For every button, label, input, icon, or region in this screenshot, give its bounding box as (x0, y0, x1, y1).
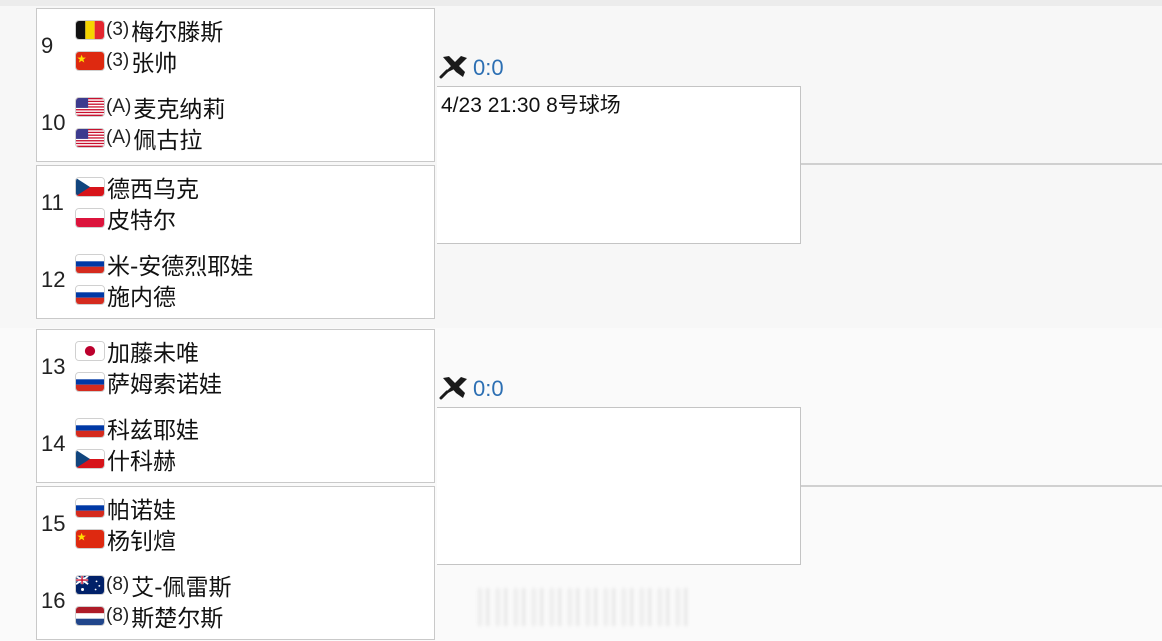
match-box[interactable] (437, 407, 801, 565)
player-entry[interactable]: 加藤未唯 (75, 336, 199, 367)
czech-flag-icon (75, 449, 105, 469)
russia-flag-icon (75, 254, 105, 274)
player-entry[interactable]: (3)张帅 (75, 46, 178, 77)
seed-tag: (3) (106, 50, 130, 71)
china-flag-icon (75, 529, 105, 549)
player-entry[interactable]: 科兹耶娃 (75, 413, 199, 444)
draw-position: 14 (41, 431, 66, 456)
doubles-pair[interactable]: 14 科兹耶娃什科赫 (37, 407, 436, 484)
belgium-flag-icon (75, 20, 105, 40)
draw-group: 13 加藤未唯萨姆索诺娃 14 科兹耶娃什科赫 (36, 329, 435, 483)
bracket-connector (801, 485, 1162, 487)
russia-flag-icon (75, 372, 105, 392)
poland-flag-icon (75, 208, 105, 228)
russia-flag-icon (75, 498, 105, 518)
doubles-pair[interactable]: 16(8)艾-佩雷斯(8)斯楚尔斯 (37, 564, 436, 641)
draw-group: 11 德西乌克皮特尔 12 米-安德烈耶娃施内德 (36, 165, 435, 319)
player-entry[interactable]: 施内德 (75, 280, 176, 311)
score-value: 0:0 (473, 376, 504, 401)
watermark (478, 588, 688, 626)
bracket-connector (801, 163, 1162, 165)
player-name: 艾-佩雷斯 (131, 575, 232, 601)
doubles-pair[interactable]: 11 德西乌克皮特尔 (37, 166, 436, 243)
draw-position: 12 (41, 267, 66, 292)
player-entry[interactable]: 杨钊煊 (75, 524, 176, 555)
russia-flag-icon (75, 285, 105, 305)
player-name: 佩古拉 (133, 128, 203, 154)
player-entry[interactable]: (8)斯楚尔斯 (75, 601, 224, 632)
seed-tag: (3) (106, 19, 130, 40)
player-name: 张帅 (131, 51, 178, 77)
draw-position: 13 (41, 354, 66, 379)
player-entry[interactable]: (A)麦克纳莉 (75, 92, 226, 123)
player-name: 皮特尔 (107, 208, 176, 234)
player-name: 斯楚尔斯 (131, 606, 224, 632)
draw-position: 11 (41, 190, 64, 215)
player-name: 施内德 (107, 285, 176, 311)
player-entry[interactable]: (3)梅尔滕斯 (75, 15, 224, 46)
draw-position: 16 (41, 588, 66, 613)
player-name: 萨姆索诺娃 (107, 372, 222, 398)
player-name: 杨钊煊 (107, 529, 176, 555)
player-name: 德西乌克 (107, 177, 199, 203)
player-name: 加藤未唯 (107, 341, 199, 367)
player-name: 什科赫 (107, 449, 176, 475)
doubles-pair[interactable]: 10(A)麦克纳莉(A)佩古拉 (37, 86, 436, 163)
score-value: 0:0 (473, 55, 504, 80)
match-score[interactable]: 0:0 (439, 375, 504, 403)
seed-tag: (A) (106, 96, 132, 117)
draw-position: 10 (41, 110, 66, 135)
player-entry[interactable]: (A)佩古拉 (75, 123, 203, 154)
player-name: 梅尔滕斯 (131, 20, 224, 46)
player-name: 麦克纳莉 (133, 97, 226, 123)
seed-tag: (8) (106, 574, 130, 595)
doubles-pair[interactable]: 15 帕诺娃杨钊煊 (37, 487, 436, 564)
seed-tag: (8) (106, 605, 130, 626)
player-entry[interactable]: (8)艾-佩雷斯 (75, 570, 232, 601)
russia-flag-icon (75, 418, 105, 438)
match-box[interactable]: 4/23 21:30 8号球场 (437, 86, 801, 244)
player-name: 米-安德烈耶娃 (107, 254, 254, 280)
china-flag-icon (75, 51, 105, 71)
header-divider (0, 0, 1162, 6)
match-schedule: 4/23 21:30 8号球场 (441, 94, 621, 117)
australia-flag-icon (75, 575, 105, 595)
doubles-pair[interactable]: 13 加藤未唯萨姆索诺娃 (37, 330, 436, 407)
doubles-pair[interactable]: 9(3)梅尔滕斯(3)张帅 (37, 9, 436, 86)
player-entry[interactable]: 帕诺娃 (75, 493, 176, 524)
player-name: 科兹耶娃 (107, 418, 199, 444)
match-score[interactable]: 0:0 (439, 54, 504, 82)
player-entry[interactable]: 皮特尔 (75, 203, 176, 234)
crossed-rackets-icon (439, 53, 471, 84)
usa-flag-icon (75, 128, 105, 148)
czech-flag-icon (75, 177, 105, 197)
crossed-rackets-icon (439, 374, 471, 405)
doubles-pair[interactable]: 12 米-安德烈耶娃施内德 (37, 243, 436, 320)
player-entry[interactable]: 德西乌克 (75, 172, 199, 203)
draw-position: 9 (41, 33, 54, 58)
player-name: 帕诺娃 (107, 498, 176, 524)
seed-tag: (A) (106, 127, 132, 148)
player-entry[interactable]: 米-安德烈耶娃 (75, 249, 254, 280)
player-entry[interactable]: 萨姆索诺娃 (75, 367, 222, 398)
draw-position: 15 (41, 511, 66, 536)
usa-flag-icon (75, 97, 105, 117)
netherlands-flag-icon (75, 606, 105, 626)
japan-flag-icon (75, 341, 105, 361)
player-entry[interactable]: 什科赫 (75, 444, 176, 475)
